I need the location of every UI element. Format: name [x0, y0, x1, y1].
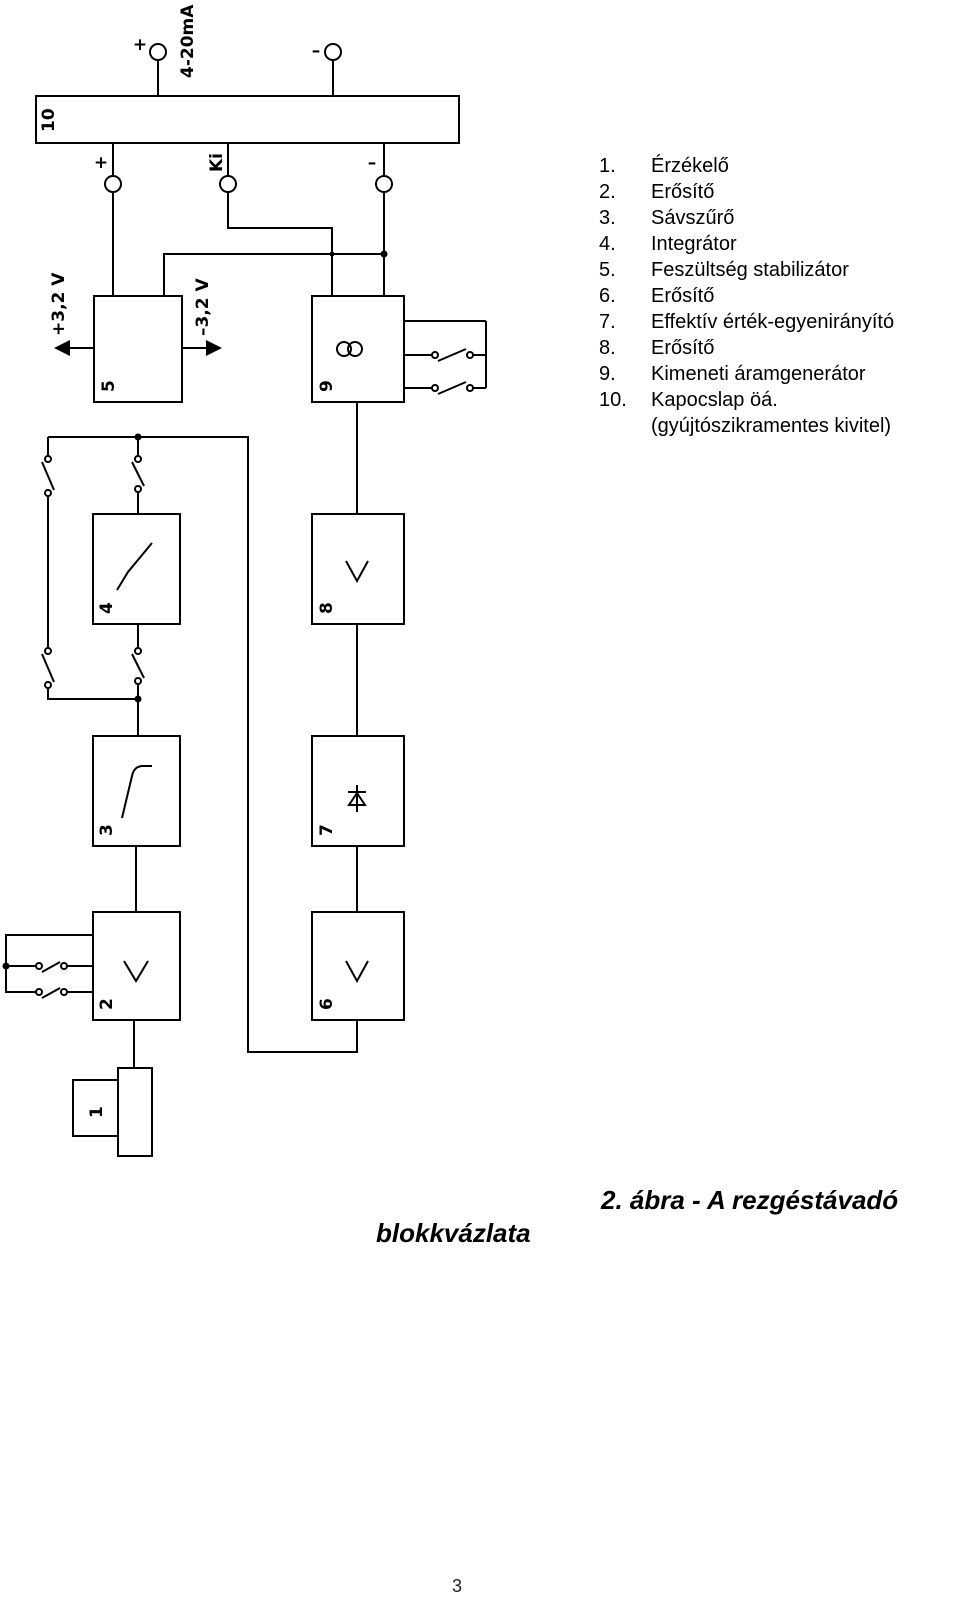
- terminal-plus-sign: +: [133, 35, 147, 55]
- sub-minus-label: –: [368, 153, 377, 173]
- legend-item: 1.Érzékelő: [599, 155, 729, 177]
- sub-plus-label: +: [94, 153, 108, 173]
- supply-negative-label: –3,2 V: [193, 277, 213, 336]
- figure-caption-line2: blokkvázlata: [376, 1218, 531, 1248]
- block-7-number: 7: [317, 824, 337, 836]
- legend-item: 5.Feszültség stabilizátor: [599, 259, 849, 281]
- terminal-minus-sign: –: [312, 41, 321, 61]
- legend-list: 1.Érzékelő 2.Erősítő 3.Sávszűrő 4.Integr…: [599, 153, 894, 439]
- page-number: 3: [452, 1576, 463, 1596]
- figure-caption-line1: 2. ábra - A rezgéstávadó: [601, 1185, 899, 1215]
- terminal-current-label: 4-20mA: [178, 4, 198, 78]
- terminal-minus-top: [324, 43, 342, 61]
- block-1: [117, 1067, 153, 1157]
- legend-item: 2.Erősítő: [599, 181, 715, 203]
- block-4: [92, 513, 181, 625]
- block-10-number: 10: [39, 108, 59, 132]
- legend-item: 3.Sávszűrő: [599, 207, 735, 229]
- supply-positive-label: +3,2 V: [49, 272, 69, 336]
- terminal-plus-sub: [104, 175, 122, 193]
- block-4-number: 4: [97, 602, 117, 614]
- block-1-head: [72, 1079, 119, 1137]
- terminal-plus-top: [149, 43, 167, 61]
- block-3-number: 3: [97, 824, 117, 836]
- legend-item: 9.Kimeneti áramgenerátor: [599, 363, 866, 385]
- block-6-number: 6: [317, 998, 337, 1010]
- legend-item: 6.Erősítő: [599, 285, 715, 307]
- terminal-minus-sub: [375, 175, 393, 193]
- block-1-number: 1: [87, 1106, 107, 1118]
- block-5-number: 5: [99, 380, 119, 392]
- legend-item: 8.Erősítő: [599, 337, 715, 359]
- legend-item: 4.Integrátor: [599, 233, 737, 255]
- block-10: [35, 95, 460, 144]
- sub-out-label: Ki: [207, 153, 227, 172]
- legend-item: 7.Effektív érték-egyenirányító: [599, 311, 895, 333]
- block-9-number: 9: [317, 380, 337, 392]
- block-8-number: 8: [317, 602, 337, 614]
- terminal-out-sub: [219, 175, 237, 193]
- legend-continuation: (gyújtószikramentes kivitel): [651, 415, 892, 437]
- block-2-number: 2: [97, 998, 117, 1010]
- legend-item: 10.Kapocslap öá.: [599, 389, 778, 411]
